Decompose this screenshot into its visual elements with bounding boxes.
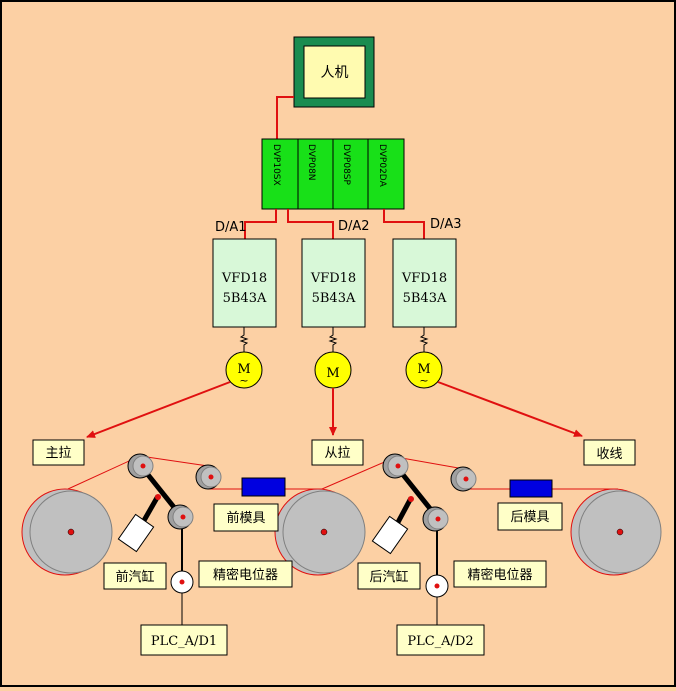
drum-main-pull — [21, 488, 113, 576]
svg-text:精密电位器: 精密电位器 — [213, 567, 278, 583]
hmi-panel: 人机 — [293, 36, 375, 108]
da2-label: D/A2 — [338, 219, 370, 234]
vfd-2-line2: 5B43A — [312, 291, 356, 306]
plc-module-4 — [367, 138, 405, 210]
svg-text:后汽缸: 后汽缸 — [369, 569, 408, 585]
vfd-3-line1: VFD18 — [401, 271, 447, 286]
svg-text:前模具: 前模具 — [226, 510, 265, 526]
svg-text:后模具: 后模具 — [510, 510, 549, 525]
roller-guide-left — [195, 464, 222, 490]
vfd-1-line2: 5B43A — [223, 291, 267, 306]
hmi-plc-wire — [276, 96, 294, 140]
motor-1-label: M — [237, 362, 250, 377]
potentiometer-right — [425, 574, 449, 598]
roller-top-left — [127, 453, 154, 479]
motor-3-label: M — [417, 362, 430, 377]
label-main-pull: 主拉 — [32, 439, 85, 466]
vfd-3: VFD18 5B43A — [392, 238, 457, 328]
motor-2: M — [314, 351, 352, 389]
vfd-2: VFD18 5B43A — [301, 238, 366, 328]
dancer-right — [371, 453, 477, 625]
vfd-motor-cables — [239, 327, 429, 353]
label-winder: 收线 — [583, 439, 636, 466]
label-plc-ad1: PLC_A/D1 — [140, 624, 228, 656]
drum-winder — [570, 488, 662, 576]
label-pot-left: 精密电位器 — [198, 560, 293, 588]
mold-rear-block — [509, 479, 553, 498]
plc-module-1-label: DVP10SX — [271, 144, 281, 186]
pivot-right — [408, 496, 414, 502]
plc-module-3 — [332, 138, 369, 210]
pivot-left — [155, 494, 161, 500]
mold-front-block — [241, 477, 286, 497]
label-rear-cylinder: 后汽缸 — [357, 562, 421, 590]
svg-text:从拉: 从拉 — [324, 446, 350, 461]
label-rear-mold: 后模具 — [497, 502, 563, 531]
cylinder-rod-right — [393, 496, 414, 528]
da1-wire — [244, 209, 277, 240]
svg-text:前汽缸: 前汽缸 — [115, 569, 154, 585]
svg-text:精密电位器: 精密电位器 — [467, 567, 532, 583]
label-front-cylinder: 前汽缸 — [103, 562, 167, 590]
svg-text:PLC_A/D2: PLC_A/D2 — [407, 634, 473, 649]
roller-dancer-left — [167, 504, 194, 530]
motor-1: M ~ — [225, 351, 263, 389]
plc-module-2-label: DVP08N — [306, 144, 316, 181]
vfd-1-line1: VFD18 — [221, 271, 267, 286]
label-front-mold: 前模具 — [213, 503, 279, 532]
da1-label: D/A1 — [215, 220, 247, 235]
roller-guide-right — [450, 466, 477, 492]
cylinder-body-right — [371, 515, 409, 555]
roller-dancer-right — [422, 506, 449, 532]
motor-2-label: M — [326, 366, 339, 381]
motor-3-symbol: ~ — [419, 374, 428, 387]
plc-module-4-label: DVP02DA — [377, 144, 387, 188]
cylinder-rod-left — [139, 494, 161, 526]
vfd-2-line1: VFD18 — [310, 271, 356, 286]
da2-wire — [287, 209, 334, 240]
arrow-main-pull — [86, 381, 231, 438]
arrow-winder — [437, 381, 583, 437]
motor-1-symbol: ~ — [239, 374, 248, 387]
svg-text:PLC_A/D1: PLC_A/D1 — [151, 634, 217, 649]
plc-rack: DVP10SX DVP08N DVP08SP DVP02DA — [261, 138, 405, 210]
svg-text:收线: 收线 — [596, 447, 622, 462]
label-plc-ad2: PLC_A/D2 — [396, 624, 485, 656]
vfd-3-line2: 5B43A — [403, 291, 447, 306]
roller-top-right — [382, 453, 409, 479]
vfd-1: VFD18 5B43A — [212, 238, 277, 328]
label-follow-pull: 从拉 — [311, 439, 364, 466]
hmi-label: 人机 — [321, 65, 349, 81]
cylinder-body-left — [117, 513, 155, 553]
label-pot-right: 精密电位器 — [453, 560, 547, 588]
motor-3: M ~ — [405, 351, 443, 389]
da3-wire — [383, 209, 425, 240]
plc-module-3-label: DVP08SP — [341, 144, 351, 186]
potentiometer-left — [170, 570, 194, 594]
svg-text:主拉: 主拉 — [45, 446, 71, 461]
da3-label: D/A3 — [430, 217, 462, 232]
dancer-left — [117, 453, 222, 625]
drum-follow-pull — [274, 488, 366, 576]
